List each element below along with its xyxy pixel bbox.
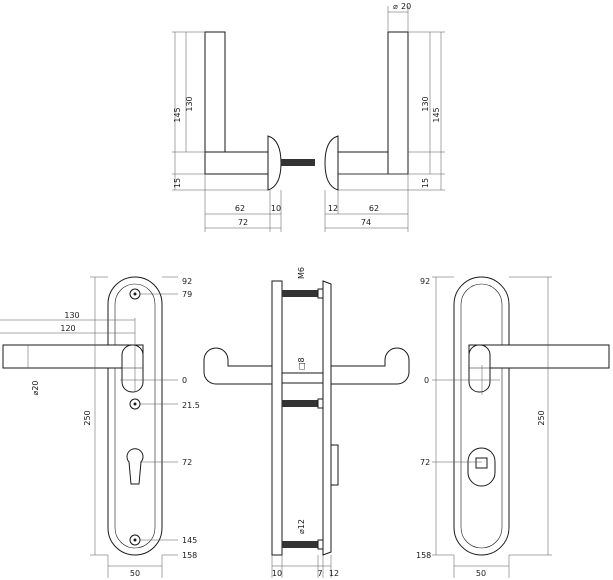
dim-62: 62: [235, 204, 245, 213]
dim-10: 10: [271, 204, 281, 213]
dim-square-8: □8: [297, 357, 306, 370]
dim-130: 130: [64, 311, 79, 320]
right-rosette: [324, 135, 339, 191]
left-rosette: [267, 135, 282, 191]
dim-15: 15: [173, 178, 182, 188]
spindle: [281, 159, 315, 166]
dim-145: 145: [173, 107, 182, 122]
dim-130: 130: [185, 96, 194, 111]
side-section-view: M6 □8 ⌀12 10 7 12: [203, 267, 410, 578]
dim-50: 50: [130, 569, 140, 578]
dim-92: 92: [420, 277, 430, 286]
dim-145: 145: [432, 107, 441, 122]
left-lever-neck: [121, 344, 144, 393]
diameter-symbol: ⌀: [393, 2, 398, 11]
front-right-view: 92 0 72 158 250 50: [416, 276, 610, 578]
dim-7: 7: [317, 569, 322, 578]
left-handle-neck: [204, 151, 271, 175]
dim-72: 72: [420, 458, 430, 467]
left-plate-section: [271, 280, 283, 556]
top-left-handle-view: 145 130 15 62 10 72: [172, 31, 315, 232]
dim-m6: M6: [297, 267, 306, 279]
cylinder-profile: [330, 444, 339, 486]
dim-12: 12: [328, 204, 338, 213]
front-left-view: 130 120 ⌀20 250 92 79 0 21.5 72 145 158 …: [0, 276, 200, 578]
dim-62: 62: [369, 204, 379, 213]
right-side-lever: [330, 347, 410, 385]
dim-72: 72: [182, 458, 192, 467]
right-handle-lever: [387, 31, 409, 175]
dim-15: 15: [421, 178, 430, 188]
right-plate-inner: [460, 283, 503, 549]
top-right-handle-view: ⌀ 20 130 145 15 12 62 74: [324, 2, 445, 232]
top-bolt: [282, 290, 318, 297]
dim-250: 250: [537, 410, 546, 425]
right-plate-section: [322, 280, 332, 556]
dim-158: 158: [416, 551, 431, 560]
dim-120: 120: [60, 324, 75, 333]
square-spindle: [281, 372, 324, 384]
bottom-bolt: [282, 541, 318, 548]
dim-20: 20: [401, 2, 411, 11]
right-plate: [453, 276, 510, 556]
left-plate-inner: [114, 283, 156, 549]
right-lever-neck: [468, 344, 491, 393]
dim-diameter-12: ⌀12: [297, 519, 306, 534]
left-side-lever: [203, 347, 273, 385]
dim-diameter-20: ⌀20: [31, 380, 40, 395]
middle-bolt: [282, 400, 318, 407]
dim-21-5: 21.5: [182, 401, 200, 410]
dim-145: 145: [182, 536, 197, 545]
dim-92: 92: [182, 277, 192, 286]
dim-158: 158: [182, 551, 197, 560]
dim-12: 12: [329, 569, 339, 578]
dim-0: 0: [424, 376, 429, 385]
dim-130: 130: [421, 96, 430, 111]
dim-10: 10: [272, 569, 282, 578]
dim-250: 250: [83, 410, 92, 425]
cylinder-cam: [475, 457, 488, 469]
dim-74: 74: [361, 218, 371, 227]
dim-0: 0: [182, 376, 187, 385]
dim-50: 50: [476, 569, 486, 578]
dim-79: 79: [182, 290, 192, 299]
dim-72: 72: [238, 218, 248, 227]
